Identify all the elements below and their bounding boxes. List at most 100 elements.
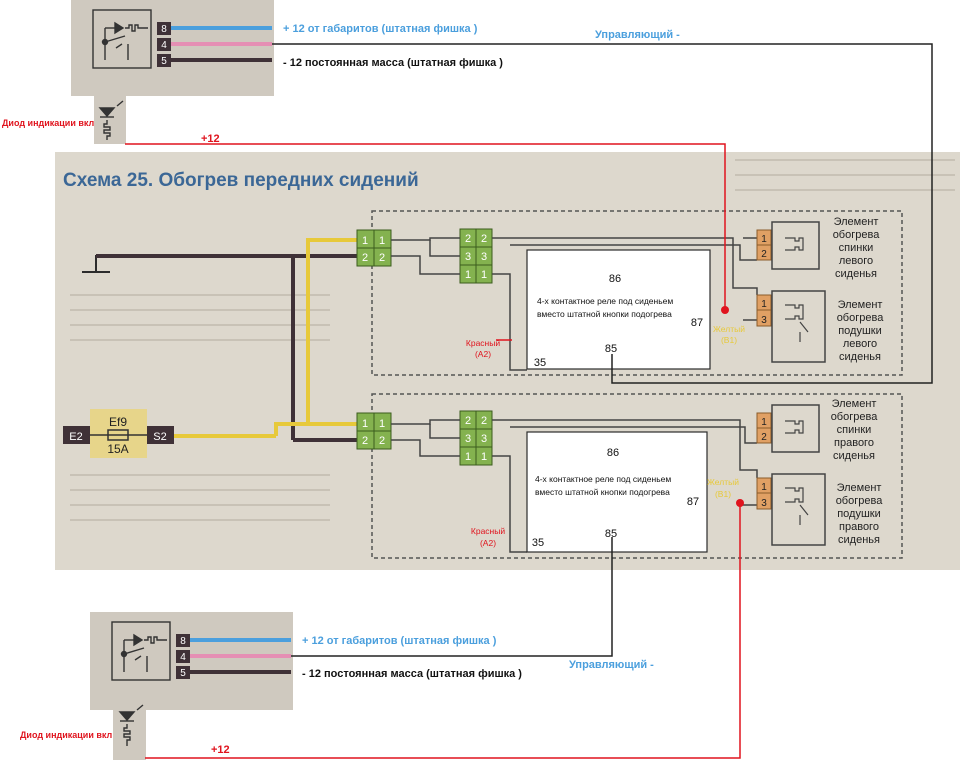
top-cushion-connector <box>756 294 772 327</box>
feed-wires <box>173 238 360 438</box>
bottom-relay-text-2: вместо штатной кнопки подогрева <box>535 487 670 497</box>
top-back-pin-1: 1 <box>761 234 767 245</box>
top-switch-pin-5: 5 <box>161 56 167 67</box>
bottom-diode-label: Диод индикации вкл <box>20 730 113 740</box>
bottom-back-pin-1: 1 <box>761 417 767 428</box>
bottom-diode-panel <box>113 710 146 760</box>
bottom-yellow-label-2: (B1) <box>715 489 731 499</box>
top-cushion-label-2: обогрева <box>837 312 885 324</box>
bottom-thin-wires <box>391 419 758 553</box>
bottom-relay-pin-35: 35 <box>532 537 544 549</box>
bottom-back-label-5: сиденья <box>833 450 875 462</box>
bottom-small-pin-4: 3 <box>481 433 487 445</box>
top-relay-pin-85: 85 <box>605 343 617 355</box>
bottom-cushion-connector <box>756 477 772 510</box>
top-small-pin-6: 1 <box>481 269 487 281</box>
bottom-switch-pins <box>176 634 190 679</box>
top-back-heater-icon <box>771 221 820 270</box>
bottom-cushion-label-1: Элемент <box>837 482 882 494</box>
bottom-control-wire <box>291 537 613 657</box>
top-control-label: Управляющий - <box>595 29 680 41</box>
bottom-switch-pin-5: 5 <box>180 668 186 679</box>
bottom-back-label-3: спинки <box>837 424 872 436</box>
top-diode-icon <box>98 100 124 140</box>
top-plus12-label: +12 <box>201 133 220 145</box>
bottom-small-pin-6: 1 <box>481 451 487 463</box>
fuse-left-pin: E2 <box>69 431 82 443</box>
top-small-pin-5: 1 <box>465 269 471 281</box>
top-back-coil-icon <box>785 237 804 251</box>
top-switch-panel <box>71 0 274 96</box>
top-red-label-2: (A2) <box>475 349 491 359</box>
top-back-label-4: левого <box>839 255 873 267</box>
bottom-big-pin-c: 2 <box>362 435 368 447</box>
bottom-relay-box <box>526 431 708 553</box>
bottom-big-connector <box>356 412 392 450</box>
top-switch-wires <box>171 26 272 62</box>
top-back-label-3: спинки <box>839 242 874 254</box>
bottom-small-pin-5: 1 <box>465 451 471 463</box>
bottom-back-label-4: правого <box>834 437 874 449</box>
bottom-mass-label: - 12 постоянная масса (штатная фишка ) <box>302 668 522 680</box>
ground-wires <box>96 254 360 442</box>
bottom-plus-label: + 12 от габаритов (штатная фишка ) <box>302 635 497 647</box>
top-relay-pin-87: 87 <box>691 317 703 329</box>
top-back-label-5: сиденья <box>835 268 877 280</box>
top-small-pin-2: 2 <box>481 233 487 245</box>
bottom-cushion-heater-icon <box>771 473 826 546</box>
top-big-connector <box>356 229 392 267</box>
top-small-connector <box>459 228 493 284</box>
bottom-yellow-label-1: Желтый <box>707 477 739 487</box>
bottom-back-connector <box>756 412 772 444</box>
top-big-pin-d: 2 <box>379 252 385 264</box>
bottom-red-label-1: Красный <box>471 526 505 536</box>
top-small-pin-3: 3 <box>465 251 471 263</box>
top-relay-text-1: 4-х контактное реле под сиденьем <box>537 296 673 306</box>
top-back-pin-2: 2 <box>761 249 767 260</box>
top-switch-pin-8: 8 <box>161 24 167 35</box>
top-back-label-2: обогрева <box>833 229 881 241</box>
bottom-relay-pin-85: 85 <box>605 528 617 540</box>
bottom-cushion-label-4: правого <box>839 521 879 533</box>
bottom-relay-pin-86: 86 <box>607 447 619 459</box>
top-big-pin-a: 1 <box>362 235 368 247</box>
bottom-back-coil-icon <box>785 420 804 434</box>
top-big-pin-c: 2 <box>362 252 368 264</box>
top-small-pin-1: 2 <box>465 233 471 245</box>
top-relay-pin-35: 35 <box>534 357 546 369</box>
top-relay-text-2: вместо штатной кнопки подогрева <box>537 309 672 319</box>
top-switch-symbol <box>92 9 152 69</box>
fuse-id: Ef9 <box>109 415 127 429</box>
bottom-red-junction <box>736 499 744 507</box>
bottom-switch-panel <box>90 612 293 710</box>
bottom-enclosure <box>371 393 903 559</box>
bottom-switch-pin-4: 4 <box>180 652 186 663</box>
top-back-label-1: Элемент <box>834 216 879 228</box>
top-cushion-pin-2: 3 <box>761 315 767 326</box>
bottom-big-pin-d: 2 <box>379 435 385 447</box>
top-cushion-heater-icon <box>771 290 826 363</box>
top-enclosure <box>371 210 903 376</box>
top-cushion-label-4: левого <box>843 338 877 350</box>
bottom-relay-text-1: 4-х контактное реле под сиденьем <box>535 474 671 484</box>
bottom-cushion-label-2: обогрева <box>836 495 884 507</box>
bottom-switch-wires <box>190 638 291 674</box>
bottom-small-pin-2: 2 <box>481 415 487 427</box>
top-relay-box <box>526 249 711 370</box>
bottom-switch-pin-8: 8 <box>180 636 186 647</box>
bottom-cushion-label-3: подушки <box>837 508 881 520</box>
bottom-back-label-1: Элемент <box>832 398 877 410</box>
top-cushion-coil-icon <box>785 304 809 342</box>
bottom-big-pin-a: 1 <box>362 418 368 430</box>
top-relay-pin-86: 86 <box>609 273 621 285</box>
top-control-wire <box>272 43 933 384</box>
bottom-cushion-pin-2: 3 <box>761 498 767 509</box>
bottom-cushion-coil-icon <box>785 487 809 525</box>
bottom-diode-icon <box>118 704 144 746</box>
bottom-red-wire <box>145 503 741 759</box>
top-cushion-label-1: Элемент <box>838 299 883 311</box>
fuse-right-pin: S2 <box>153 431 166 443</box>
bottom-small-pin-3: 3 <box>465 433 471 445</box>
top-mass-label: - 12 постоянная масса (штатная фишка ) <box>283 57 503 69</box>
